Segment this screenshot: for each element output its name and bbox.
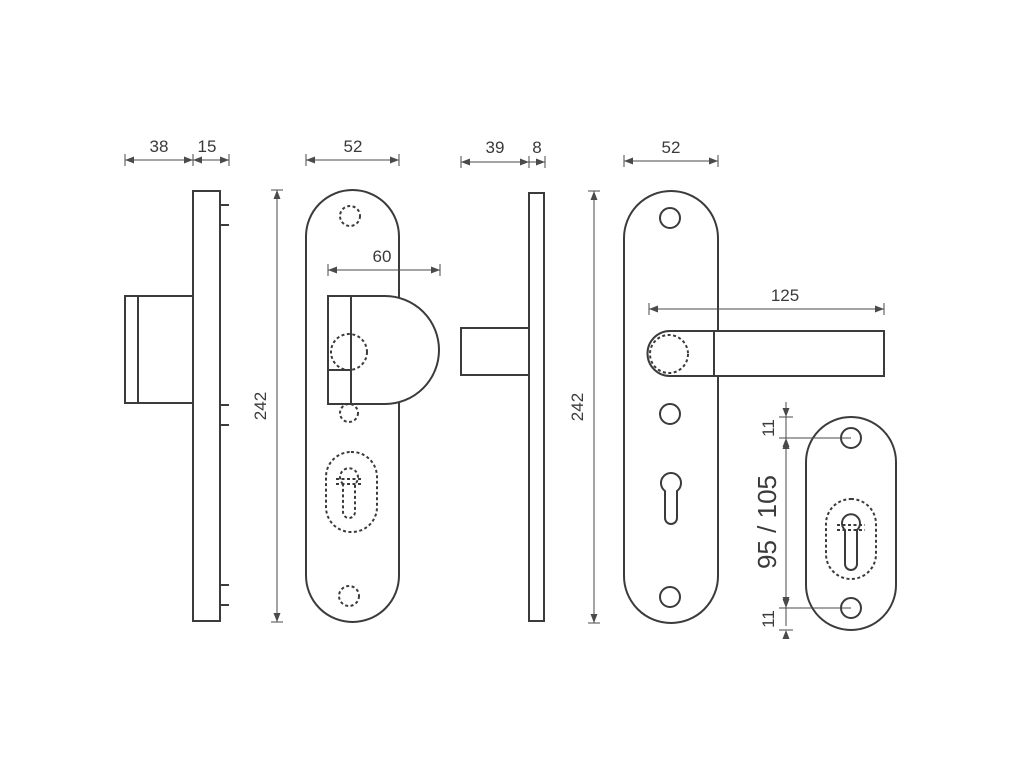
- knob-side-body: [124, 295, 194, 404]
- dim-label-front-a-width: 52: [344, 137, 363, 156]
- knob-front: [327, 295, 440, 405]
- dim-label-side-b-depth: 39: [486, 138, 505, 157]
- side-view-knob: [124, 190, 229, 622]
- cylinder-keyhole-hidden: [339, 467, 359, 519]
- lever-handle: [646, 330, 885, 377]
- screw-hole-bottom: [659, 586, 681, 608]
- dim-label-front-a-height: 242: [251, 392, 270, 420]
- screw-hole-middle: [659, 403, 681, 425]
- screw-hole-top: [659, 207, 681, 229]
- lever-side-body: [460, 327, 530, 376]
- dimension-front-a: 52 60 242: [251, 137, 441, 623]
- front-view-lever-plate: [623, 190, 885, 624]
- screw-hole-bottom-hidden: [338, 585, 360, 607]
- rosette-escutcheon-hidden: [825, 498, 877, 580]
- dimension-side-b: 39 8: [460, 138, 546, 168]
- dim-label-rosette-top: 11: [759, 419, 778, 437]
- screw-hole-top-hidden: [339, 205, 361, 227]
- side-view-lever: [460, 192, 545, 622]
- dim-label-front-b-height: 242: [568, 393, 587, 421]
- dim-label-front-b-width: 52: [662, 138, 681, 157]
- front-view-knob-plate: [305, 189, 440, 623]
- dim-label-side-a-plate: 15: [198, 137, 217, 156]
- dim-label-side-b-plate: 8: [532, 138, 541, 157]
- lever-spindle-hidden: [649, 334, 689, 374]
- dim-label-rosette-bottom: 11: [759, 610, 778, 628]
- dim-label-knob-width: 60: [373, 247, 392, 266]
- keyhole: [660, 472, 682, 525]
- dimension-front-b: 52 125 242: [568, 138, 885, 624]
- dim-label-side-a-depth: 38: [150, 137, 169, 156]
- dimension-rosette: 11 95 / 105 11: [752, 402, 851, 639]
- rosette-plate: [805, 416, 897, 631]
- plate-side: [192, 190, 221, 622]
- plate-side-b: [528, 192, 545, 622]
- spindle-hidden: [330, 333, 368, 371]
- cylinder-escutcheon-hidden: [325, 451, 378, 533]
- cylinder-rosette: [805, 416, 897, 631]
- dimension-side-a: 38 15: [124, 137, 230, 166]
- screw-hole-mid-hidden: [339, 403, 359, 423]
- dim-label-lever-length: 125: [771, 286, 799, 305]
- dim-label-rosette-spacing: 95 / 105: [752, 475, 782, 569]
- plate-front-b: [623, 190, 719, 624]
- screw-stubs: [220, 204, 229, 606]
